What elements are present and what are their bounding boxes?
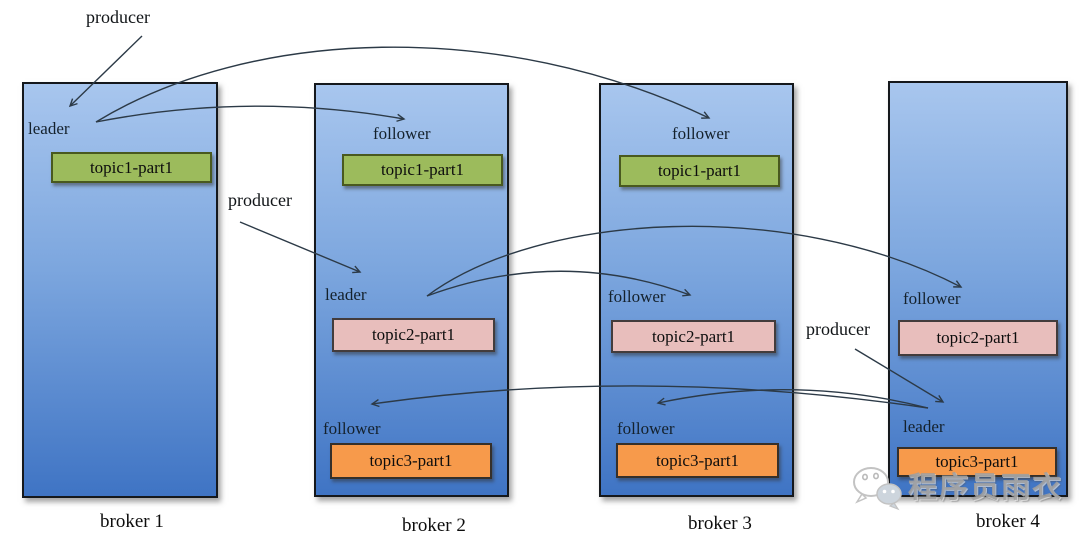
broker4-topic2-role-label: follower <box>903 289 961 308</box>
broker-4-name: broker 4 <box>976 511 1040 532</box>
broker2-topic1-partition-box: topic1-part1 <box>342 154 503 186</box>
watermark-text: 程序员雨衣 <box>908 471 1064 504</box>
broker3-topic2-partition-box: topic2-part1 <box>611 320 776 353</box>
broker3-topic1-role-label: follower <box>672 124 730 143</box>
broker4-topic3-partition-box: topic3-part1 <box>897 447 1057 477</box>
broker4-topic3-role-label: leader <box>903 417 945 436</box>
broker1-topic1-role-label: leader <box>28 119 70 138</box>
broker-2-name: broker 2 <box>402 515 466 536</box>
broker2-topic3-partition-box: topic3-part1 <box>330 443 492 479</box>
broker3-topic3-partition-box: topic3-part1 <box>616 443 779 478</box>
broker-1-box <box>22 82 218 498</box>
broker-1-name: broker 1 <box>100 511 164 532</box>
producer-label-3: producer <box>806 319 870 339</box>
broker-3-name: broker 3 <box>688 513 752 534</box>
watermark: 程序员雨衣 <box>850 464 1063 512</box>
broker4-topic2-partition-box: topic2-part1 <box>898 320 1058 356</box>
broker3-topic2-role-label: follower <box>608 287 666 306</box>
producer-label-2: producer <box>228 190 292 210</box>
broker2-topic2-partition-box: topic2-part1 <box>332 318 495 352</box>
broker1-topic1-partition-box: topic1-part1 <box>51 152 212 183</box>
broker2-topic2-role-label: leader <box>325 285 367 304</box>
broker3-topic3-role-label: follower <box>617 419 675 438</box>
producer-label-1: producer <box>86 7 150 27</box>
broker3-topic1-partition-box: topic1-part1 <box>619 155 780 187</box>
broker2-topic3-role-label: follower <box>323 419 381 438</box>
wechat-icon <box>853 467 902 511</box>
broker2-topic1-role-label: follower <box>373 124 431 143</box>
